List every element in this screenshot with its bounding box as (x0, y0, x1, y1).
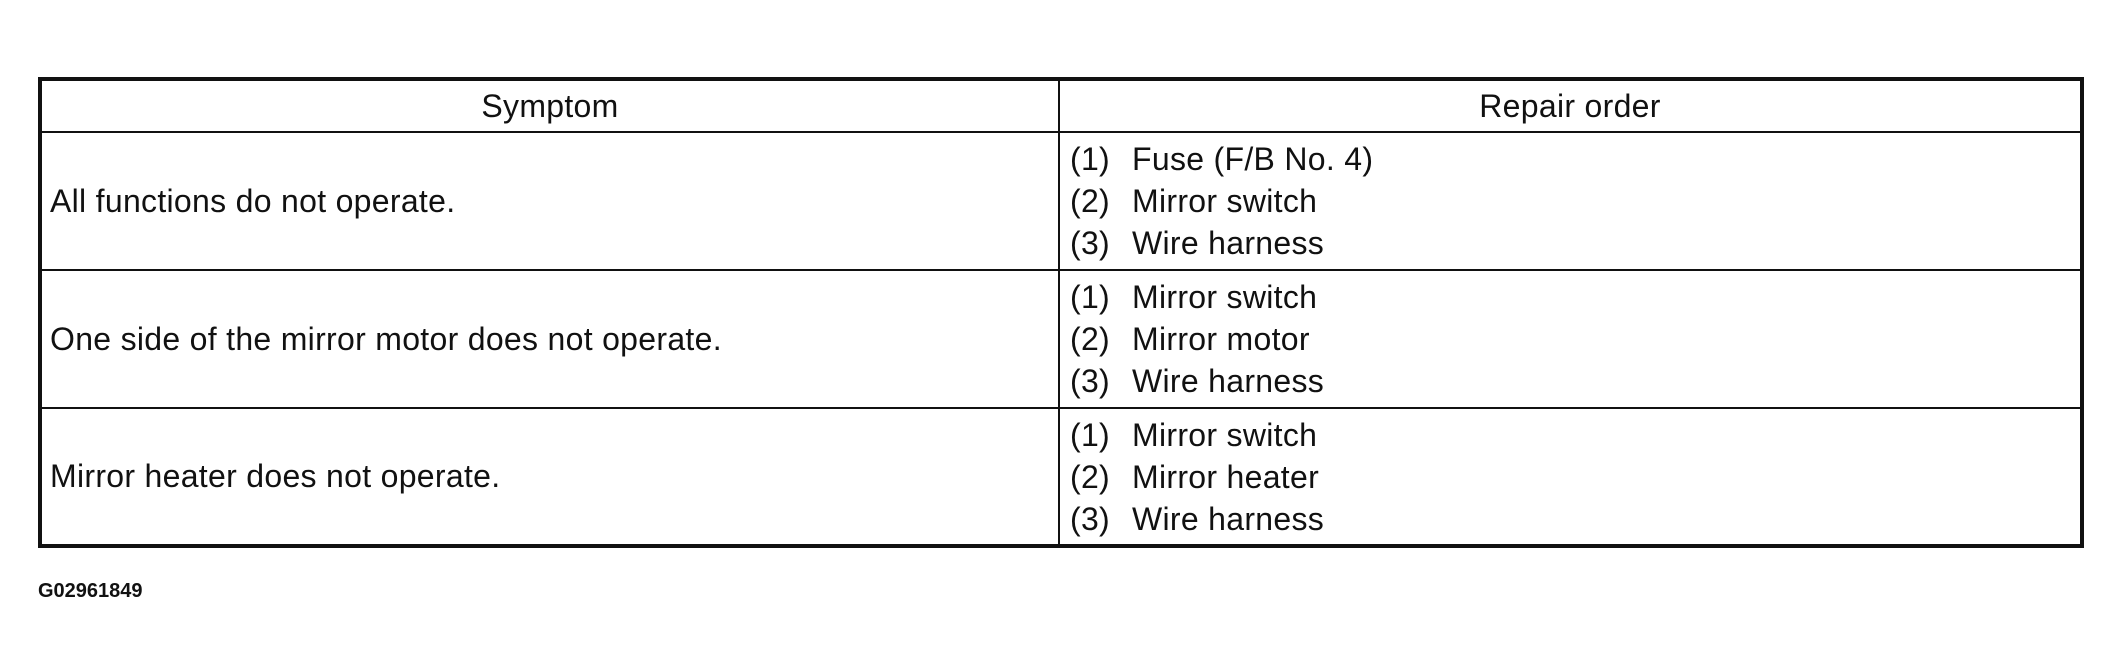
repair-step-number: (1) (1070, 141, 1111, 177)
repair-step-number: (3) (1070, 225, 1111, 261)
repair-order-cell: (1) Fuse (F/B No. 4) (2) Mirror switch (… (1060, 133, 2080, 269)
table-row: Mirror heater does not operate. (1) Mirr… (42, 409, 2080, 544)
repair-order-header: Repair order (1479, 87, 1661, 124)
repair-step-number: (2) (1070, 183, 1111, 219)
repair-step-number: (2) (1070, 458, 1111, 495)
repair-step-number: (3) (1070, 363, 1111, 399)
table-row: One side of the mirror motor does not op… (42, 271, 2080, 409)
table-row: All functions do not operate. (1) Fuse (… (42, 133, 2080, 271)
symptom-cell: Mirror heater does not operate. (50, 458, 501, 494)
repair-item: (1) Fuse (F/B No. 4) (1070, 138, 1373, 180)
column-divider (1058, 81, 1060, 544)
repair-step-text: Mirror switch (1132, 416, 1318, 453)
repair-step-text: Wire harness (1132, 500, 1325, 537)
table-header-row: Symptom Repair order (42, 81, 2080, 133)
repair-item: (2) Mirror heater (1070, 456, 1324, 498)
repair-item: (3) Wire harness (1070, 360, 1324, 402)
repair-step-text: Mirror heater (1132, 458, 1320, 495)
repair-item: (3) Wire harness (1070, 222, 1373, 264)
repair-step-text: Wire harness (1132, 363, 1325, 399)
repair-order-cell: (1) Mirror switch (2) Mirror motor (3) W… (1060, 271, 2080, 407)
symptom-repair-table: Symptom Repair order All functions do no… (38, 77, 2084, 548)
repair-step-text: Wire harness (1132, 225, 1325, 261)
repair-item: (3) Wire harness (1070, 498, 1324, 540)
repair-step-number: (1) (1070, 416, 1111, 453)
symptom-cell: All functions do not operate. (50, 182, 456, 219)
symptom-header: Symptom (481, 87, 619, 124)
repair-list: (1) Fuse (F/B No. 4) (2) Mirror switch (… (1070, 138, 1373, 264)
repair-list: (1) Mirror switch (2) Mirror heater (3) … (1070, 414, 1324, 540)
repair-step-number: (3) (1070, 500, 1111, 537)
repair-step-number: (1) (1070, 279, 1111, 315)
symptom-cell: One side of the mirror motor does not op… (50, 320, 722, 357)
repair-step-number: (2) (1070, 321, 1111, 357)
repair-item: (1) Mirror switch (1070, 414, 1324, 456)
repair-item: (2) Mirror switch (1070, 180, 1373, 222)
repair-step-text: Mirror switch (1132, 279, 1318, 315)
repair-step-text: Mirror motor (1132, 321, 1310, 357)
repair-step-text: Mirror switch (1132, 183, 1318, 219)
repair-order-cell: (1) Mirror switch (2) Mirror heater (3) … (1060, 409, 2080, 544)
repair-item: (1) Mirror switch (1070, 276, 1324, 318)
figure-code: G02961849 (38, 580, 143, 602)
repair-item: (2) Mirror motor (1070, 318, 1324, 360)
repair-step-text: Fuse (F/B No. 4) (1132, 141, 1374, 177)
repair-list: (1) Mirror switch (2) Mirror motor (3) W… (1070, 276, 1324, 402)
